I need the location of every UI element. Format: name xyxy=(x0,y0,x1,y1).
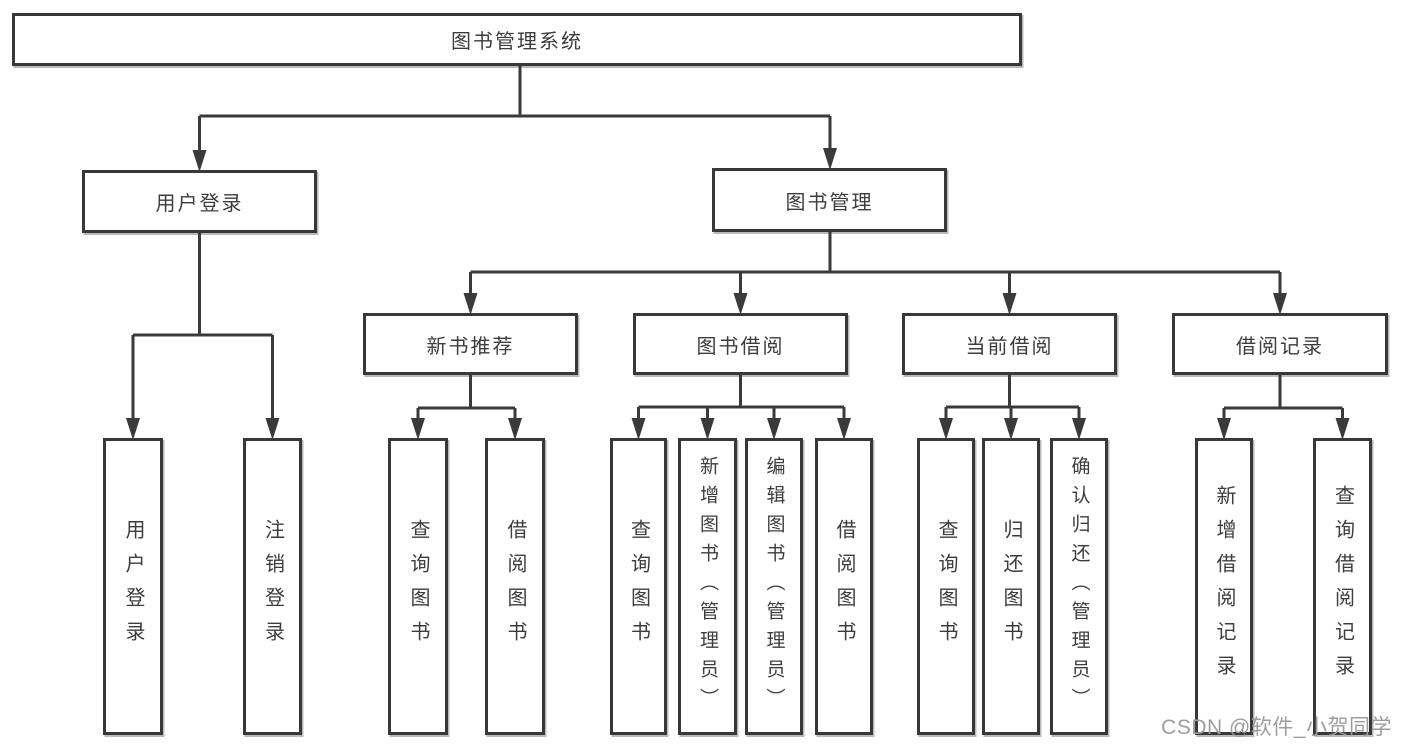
node-book-borrow: 图书借阅 xyxy=(633,313,848,375)
arrowheads-borrow-records xyxy=(1217,418,1350,440)
arrowheads-current-borrow xyxy=(939,418,1086,440)
connector-root xyxy=(198,66,832,156)
node-leaf-add-book: 新增图书（管理员） xyxy=(678,438,737,735)
node-borrow-records: 借阅记录 xyxy=(1172,313,1388,375)
node-leaf-query-record: 查询借阅记录 xyxy=(1313,438,1372,735)
arrowheads-book-borrow xyxy=(631,418,851,440)
node-book-mgmt: 图书管理 xyxy=(712,168,947,232)
connector-user-login xyxy=(131,233,274,424)
node-leaf-query-book-3: 查询图书 xyxy=(917,438,975,735)
node-leaf-borrow-book-1: 借阅图书 xyxy=(485,438,545,735)
node-leaf-user-login: 用户登录 xyxy=(103,438,163,735)
node-leaf-confirm-return: 确认归还（管理员） xyxy=(1050,438,1108,735)
node-root: 图书管理系统 xyxy=(12,13,1022,66)
connector-borrow-records xyxy=(1222,375,1344,424)
connector-book-mgmt xyxy=(469,232,1282,299)
watermark: CSDN @软件_小贺同学 xyxy=(1161,716,1392,739)
node-new-book-rec: 新书推荐 xyxy=(363,313,578,375)
node-leaf-return-book: 归还图书 xyxy=(982,438,1040,735)
node-leaf-query-book-1: 查询图书 xyxy=(388,438,448,735)
arrowheads-book-mgmt xyxy=(463,293,1287,315)
node-leaf-add-record: 新增借阅记录 xyxy=(1195,438,1253,735)
arrowheads-user-login xyxy=(126,418,280,440)
node-leaf-logout: 注销登录 xyxy=(243,438,302,735)
node-leaf-edit-book: 编辑图书（管理员） xyxy=(745,438,803,735)
node-current-borrow: 当前借阅 xyxy=(902,313,1117,375)
connector-new-book-rec xyxy=(416,375,517,424)
arrowheads-new-book-rec xyxy=(411,418,522,440)
connector-current-borrow xyxy=(944,375,1081,424)
node-leaf-borrow-book-2: 借阅图书 xyxy=(815,438,873,735)
connector-book-borrow xyxy=(637,375,846,424)
node-leaf-query-book-2: 查询图书 xyxy=(610,438,667,735)
node-user-login: 用户登录 xyxy=(82,170,317,233)
